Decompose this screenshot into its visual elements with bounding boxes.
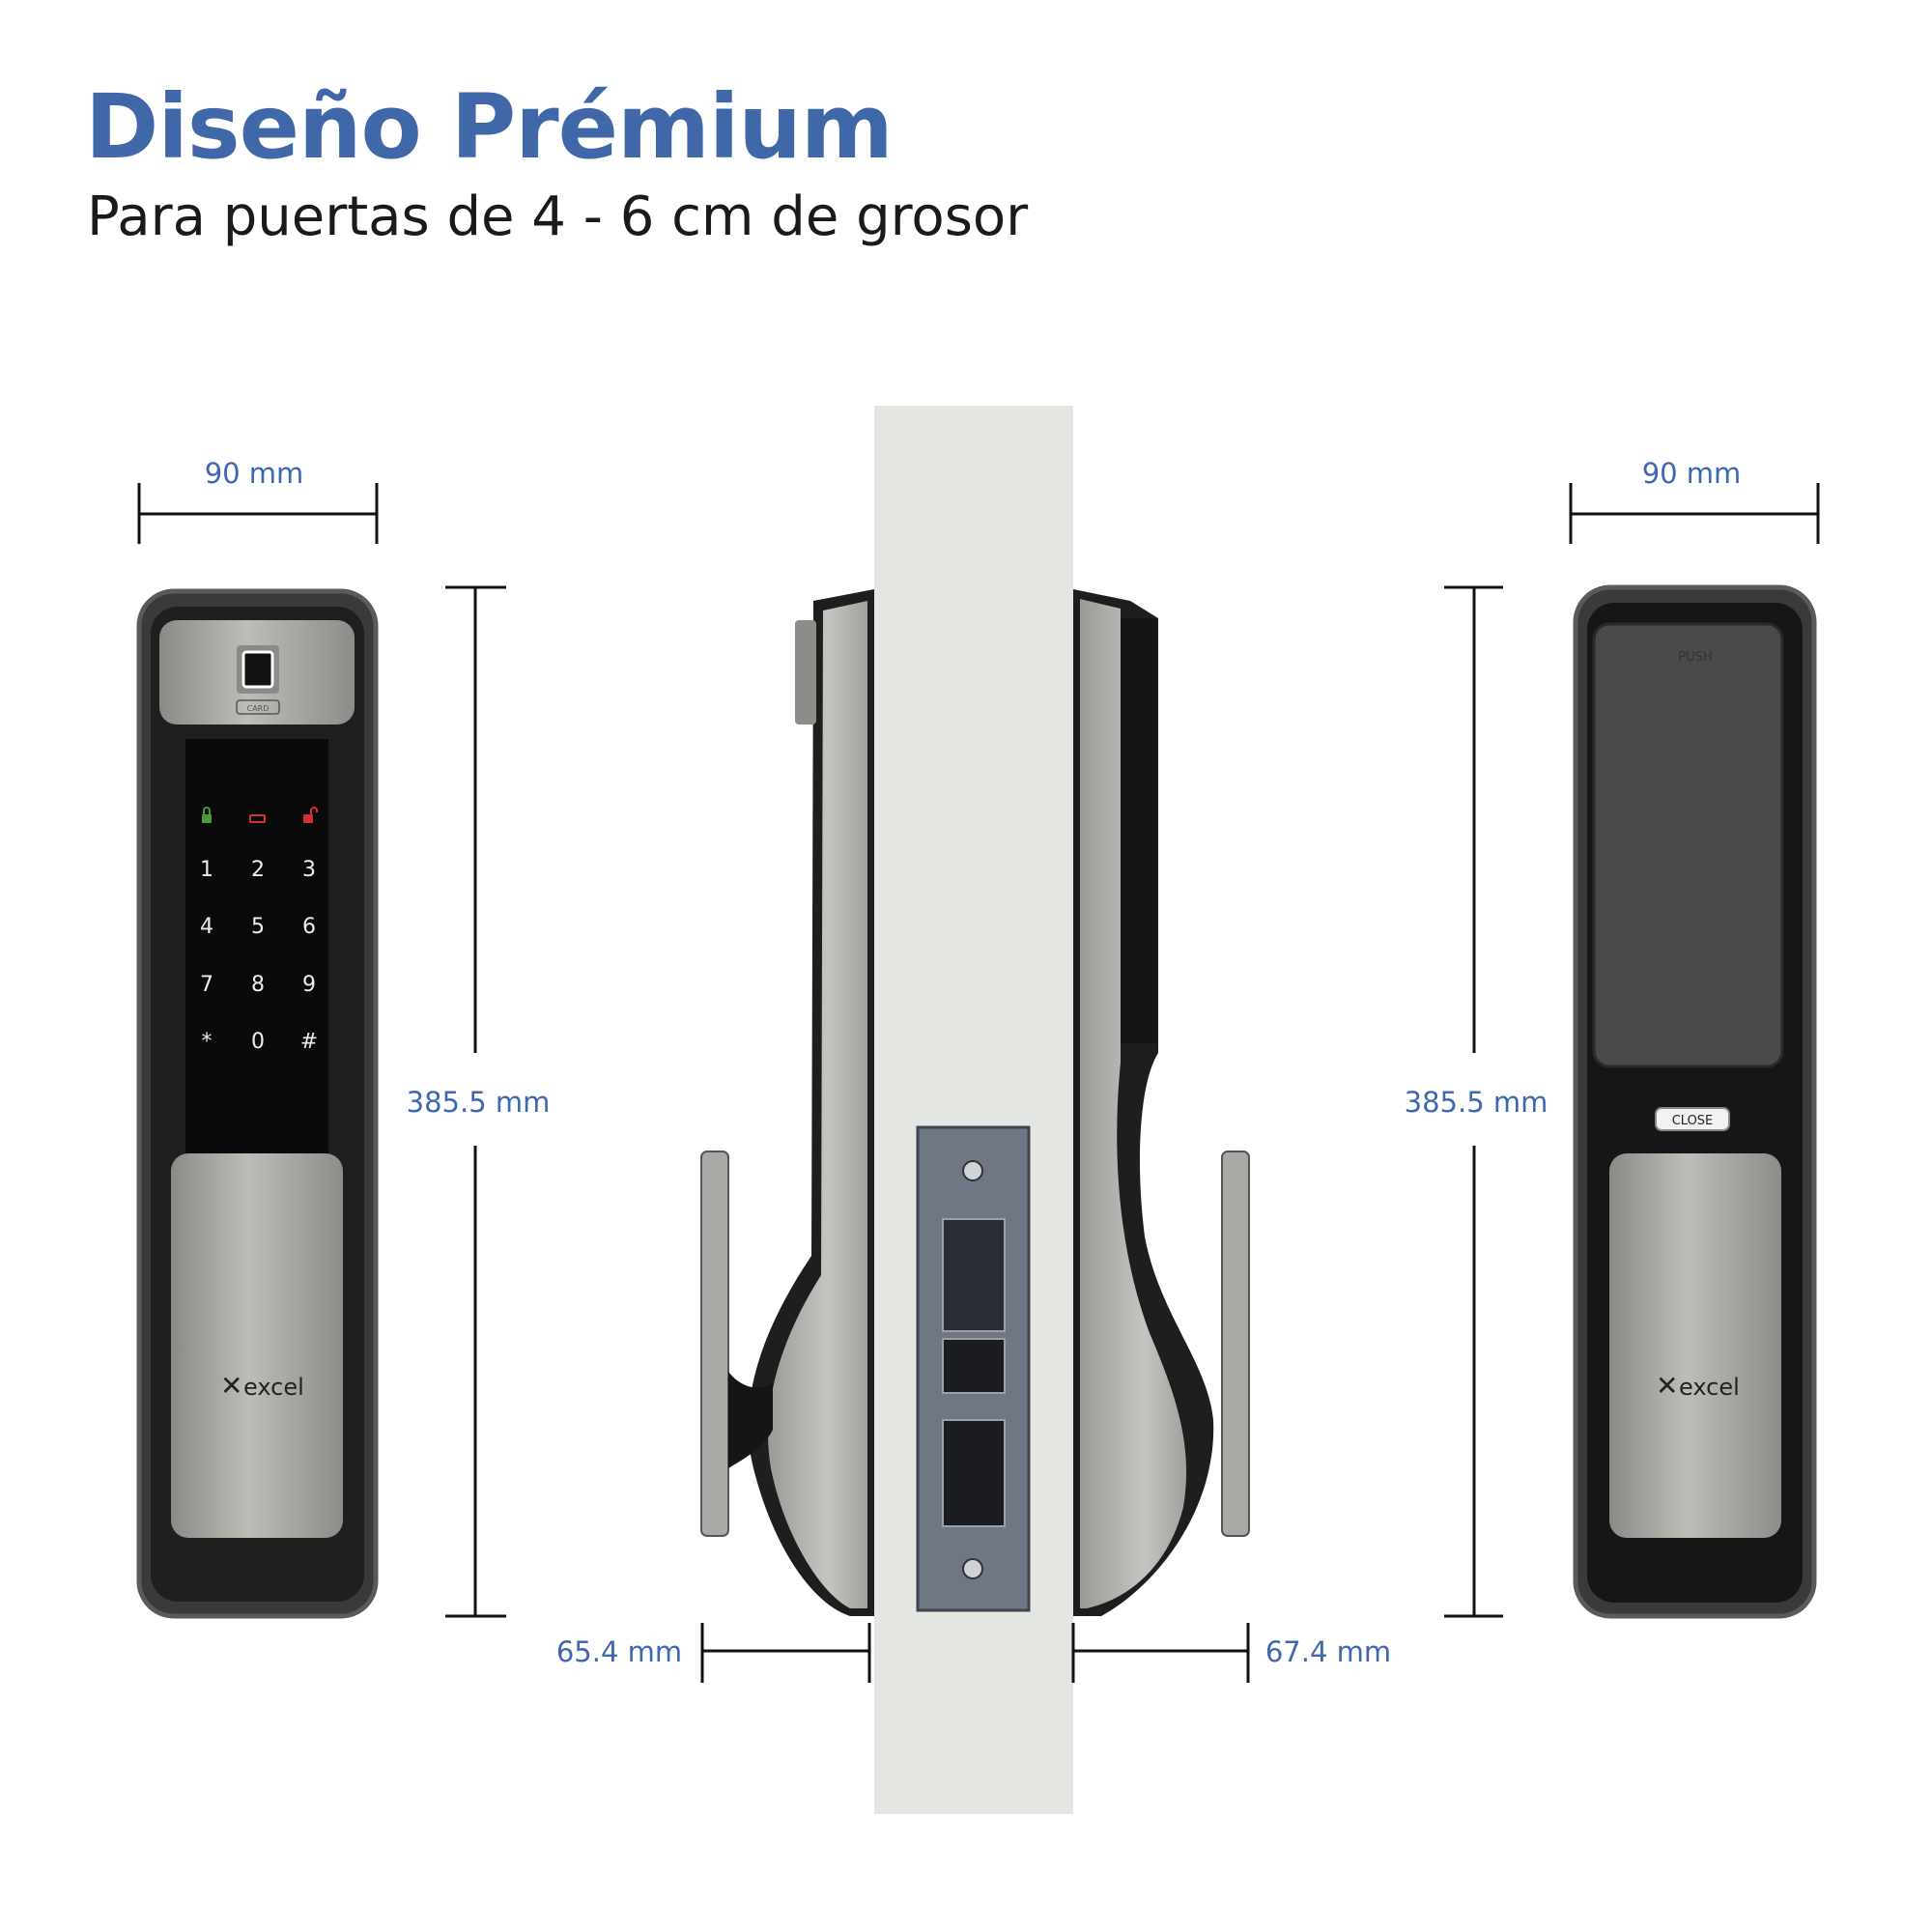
outer-handle [700, 1151, 729, 1537]
keypad-key[interactable]: 4 [200, 915, 213, 939]
back-height-label: 385.5 mm [1405, 1086, 1548, 1119]
keypad-key[interactable]: 5 [251, 915, 265, 939]
page-subtitle: Para puertas de 4 - 6 cm de grosor [87, 185, 1029, 248]
front-height-label: 385.5 mm [407, 1086, 551, 1119]
back-lock: PUSH CLOSE ✕ excel [1573, 584, 1817, 1619]
push-pull-handle [1609, 1153, 1781, 1538]
inner-handle [1221, 1151, 1250, 1537]
fingerprint-sensor-icon [242, 650, 274, 689]
close-label: CLOSE [1672, 1114, 1714, 1128]
front-width-dimension: 90 mm [137, 457, 379, 544]
keypad-key[interactable]: 8 [251, 973, 265, 997]
keypad-key[interactable]: * [202, 1030, 213, 1054]
keypad-key[interactable]: 7 [200, 973, 213, 997]
push-label: PUSH [1678, 650, 1712, 665]
keypad [185, 739, 328, 1183]
lock-closed-icon [202, 807, 212, 823]
keypad-key[interactable]: 6 [302, 915, 316, 939]
mortise-strike-plate [916, 1125, 1031, 1612]
back-height-dimension: 385.5 mm [1405, 585, 1548, 1618]
inner-depth-label: 67.4 mm [1265, 1635, 1391, 1668]
push-pull-handle [171, 1153, 343, 1538]
battery-low-icon [249, 814, 266, 823]
lock-open-icon [303, 807, 318, 823]
close-button[interactable]: CLOSE [1655, 1107, 1730, 1131]
keypad-key[interactable]: 9 [302, 973, 316, 997]
keypad-key[interactable]: 2 [251, 858, 265, 882]
back-width-dimension: 90 mm [1569, 457, 1820, 544]
front-width-label: 90 mm [205, 457, 304, 490]
page-title: Diseño Prémium [85, 75, 894, 179]
push-panel [1592, 622, 1784, 1068]
back-width-label: 90 mm [1642, 457, 1742, 490]
brand-logo: excel [243, 1374, 304, 1401]
front-lock: CARD 1 2 3 4 5 6 7 8 9 * 0 # ✕ excel [136, 588, 379, 1619]
keypad-key[interactable]: 1 [200, 858, 213, 882]
keypad-key[interactable]: 0 [251, 1030, 265, 1054]
outer-depth-label: 65.4 mm [556, 1635, 682, 1668]
outer-depth-dimension: 65.4 mm [556, 1623, 871, 1683]
inner-depth-dimension: 67.4 mm [1071, 1623, 1391, 1683]
keypad-key[interactable]: 3 [302, 858, 316, 882]
keypad-key[interactable]: # [300, 1030, 318, 1054]
x-logo-icon: ✕ [1656, 1370, 1678, 1402]
x-logo-icon: ✕ [220, 1370, 242, 1402]
side-view [700, 406, 1250, 1814]
brand-logo: excel [1679, 1374, 1740, 1401]
card-label: CARD [247, 704, 270, 713]
front-height-dimension: 385.5 mm [407, 585, 551, 1618]
